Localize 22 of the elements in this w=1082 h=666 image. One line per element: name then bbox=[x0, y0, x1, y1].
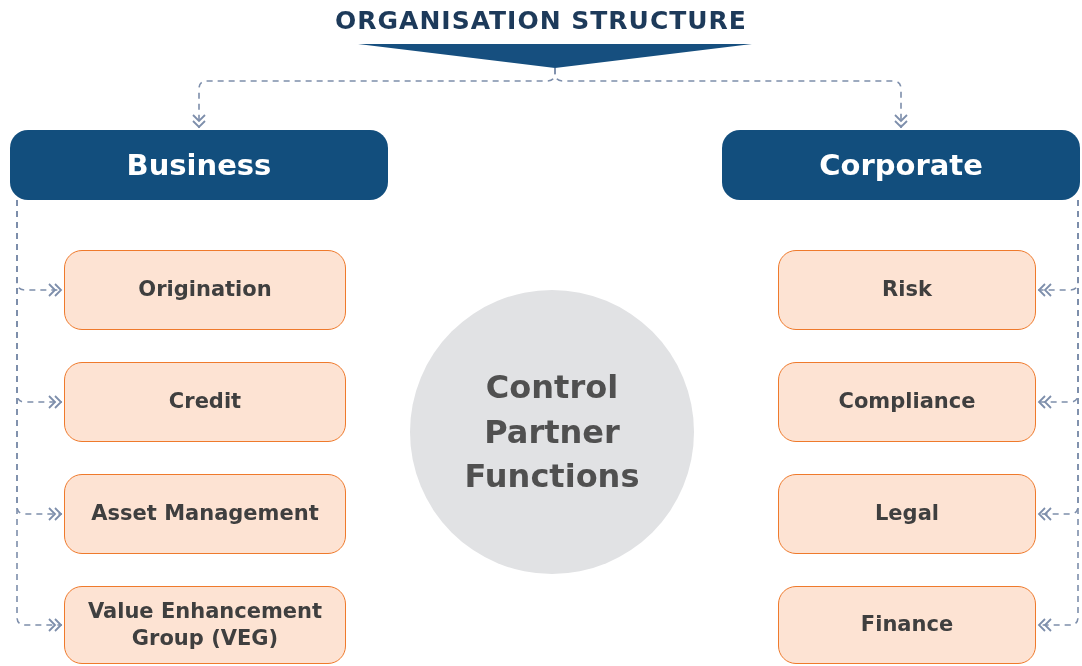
group-header bbox=[10, 130, 388, 200]
node-label: Corporate bbox=[819, 148, 983, 182]
function-box bbox=[64, 474, 346, 554]
node-label: Legal bbox=[875, 500, 939, 528]
function-box bbox=[64, 250, 346, 330]
node-label: Compliance bbox=[838, 388, 976, 416]
function-box bbox=[778, 586, 1036, 664]
node-label: Value Enhancement Group (VEG) bbox=[86, 597, 324, 652]
function-box bbox=[778, 474, 1036, 554]
node-label: Risk bbox=[882, 276, 932, 304]
node-label: Asset Management bbox=[91, 500, 319, 528]
diagram-title: ORGANISATION STRUCTURE bbox=[334, 6, 748, 35]
function-box bbox=[64, 586, 346, 664]
group-header bbox=[722, 130, 1080, 200]
node-label: Finance bbox=[860, 611, 954, 639]
node-label: Credit bbox=[168, 388, 242, 416]
function-box bbox=[778, 250, 1036, 330]
node-label: Control Partner Functions bbox=[463, 366, 641, 498]
function-box bbox=[778, 362, 1036, 442]
function-box bbox=[64, 362, 346, 442]
node-label: Origination bbox=[138, 276, 272, 304]
node-label: Business bbox=[126, 148, 272, 182]
